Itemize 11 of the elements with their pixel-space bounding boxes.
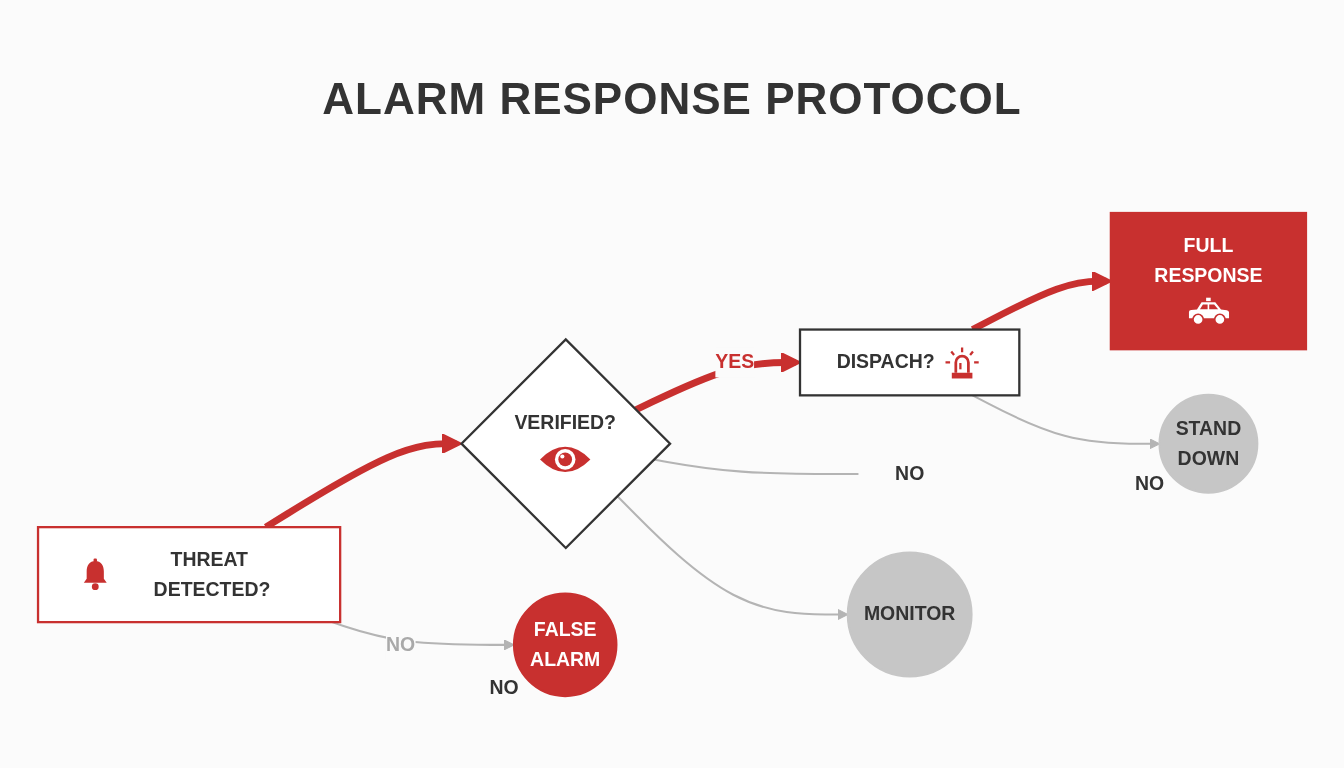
node-box: THREAT DETECTED? [36,525,342,623]
edge-label: NO [385,633,416,656]
connector [653,458,859,475]
arrow [616,494,849,620]
node-diamond: VERIFIED? [459,337,672,550]
node-text: NO [895,462,925,485]
edge-label: YES [715,350,755,373]
diagram-title: ALARM RESPONSE PROTOCOL [321,74,1023,124]
node-box: DISPACH? [798,328,1021,397]
node-circle: MONITOR [846,551,973,678]
node-box: FULL RESPONSE [1109,211,1308,350]
